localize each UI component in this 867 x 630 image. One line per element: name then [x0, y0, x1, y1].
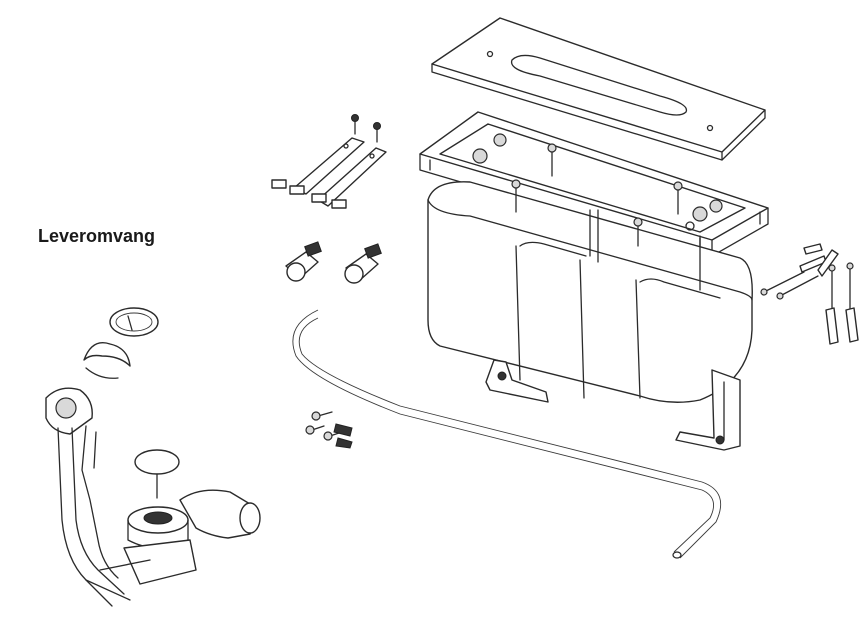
- angle-valve-left: [285, 241, 322, 282]
- frame-bolts: [511, 143, 683, 247]
- tank-body: [427, 181, 753, 403]
- drain-plug: [134, 449, 180, 499]
- figure-caption: Leveromvang: [38, 226, 156, 246]
- cover-plate: [431, 17, 766, 161]
- wall-bolts: [760, 243, 859, 345]
- strap-screws: [351, 114, 381, 143]
- bath-waste-overflow-set: [45, 387, 261, 607]
- tank-frame: [419, 111, 769, 257]
- support-foot-left: [485, 359, 549, 403]
- support-foot-right: [675, 369, 741, 451]
- mounting-straps: [271, 137, 387, 209]
- angle-valve-right: [344, 243, 382, 284]
- overflow-cover-rings: [83, 307, 159, 379]
- small-screws: [305, 411, 353, 449]
- overflow-tube: [292, 309, 722, 559]
